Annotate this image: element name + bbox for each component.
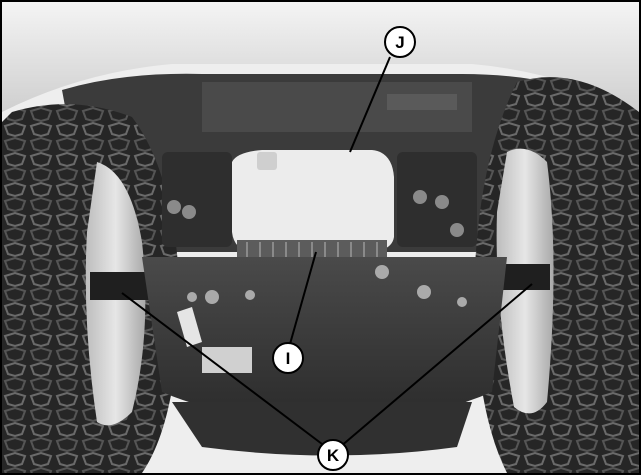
left-drive-assembly [162, 152, 232, 247]
callout-leaders [121, 56, 533, 448]
frame-label-plate [387, 94, 457, 110]
friction-wheel-housing [232, 150, 394, 252]
lower-skid [172, 402, 472, 456]
callout-k-label: K [327, 446, 340, 465]
callout-i: I [272, 342, 304, 374]
callout-j: J [384, 26, 416, 58]
upper-housing [2, 2, 639, 112]
callout-i-label: I [286, 349, 291, 368]
callout-k: K [317, 439, 349, 471]
bottom-cover-plate [142, 257, 507, 422]
callout-j-label: J [395, 33, 404, 52]
